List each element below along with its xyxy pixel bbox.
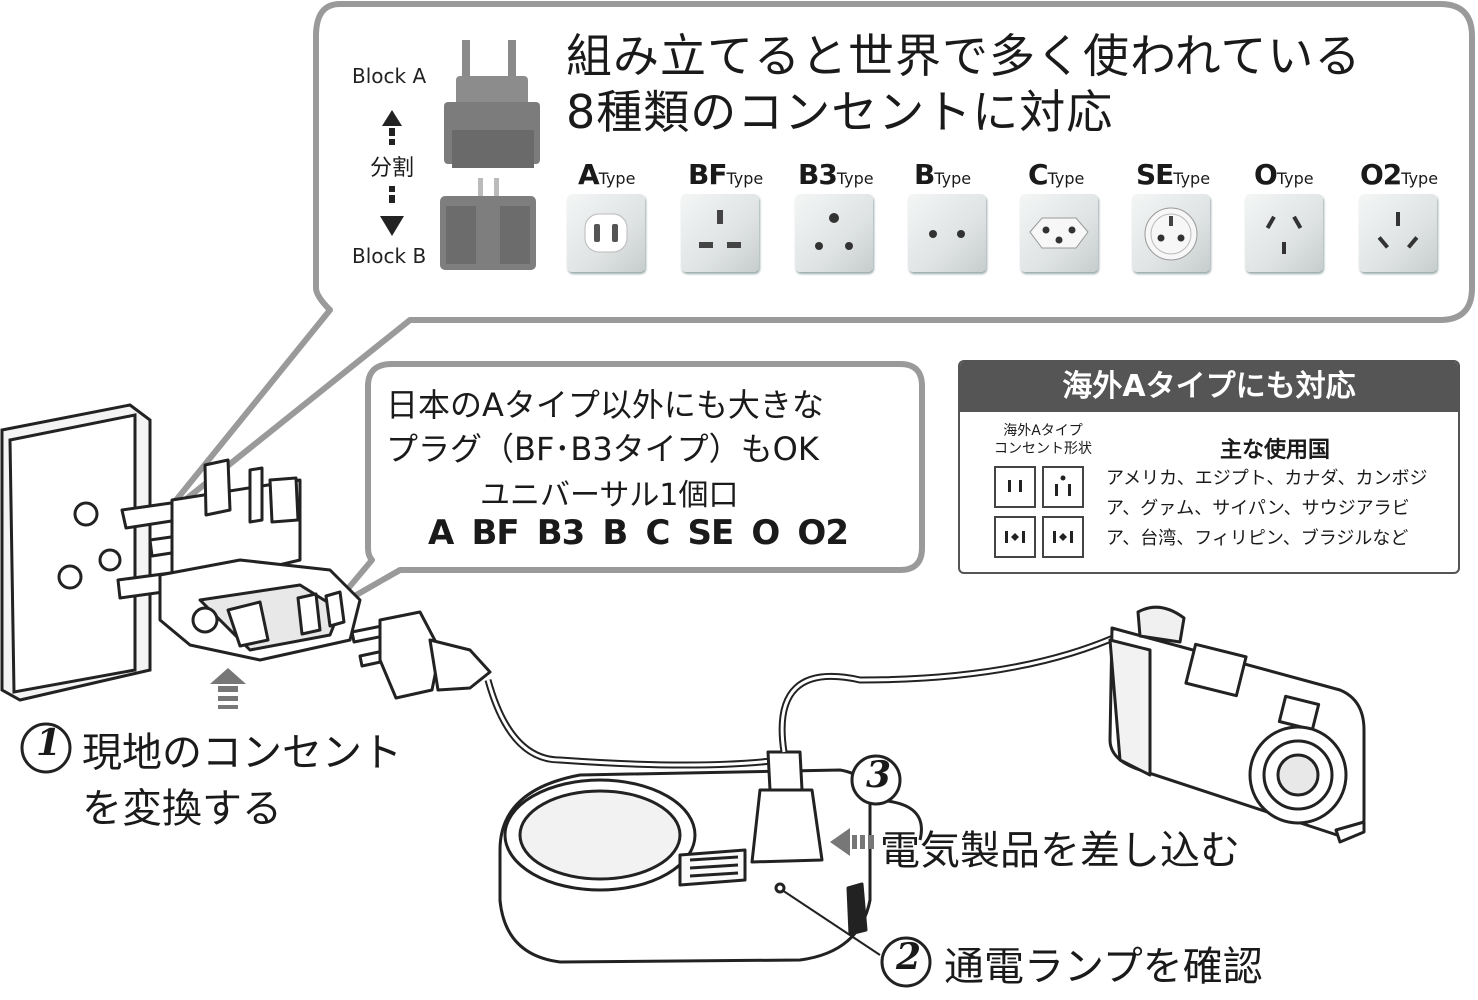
- step-1-circle: [20, 722, 72, 774]
- type-label-o2: O2Type: [1360, 158, 1438, 191]
- shape-label-line-2: コンセント形状: [994, 441, 1092, 457]
- block-b-label: Block B: [352, 244, 427, 268]
- countries-line-2: ア、グァム、サイパン、サウジアラビ: [1106, 498, 1410, 519]
- code-se: SE: [687, 513, 735, 553]
- code-o2: O2: [797, 513, 849, 553]
- mini-socket-arrow-a-icon: [994, 516, 1036, 558]
- step-3-circle: [850, 754, 902, 806]
- middle-bubble: [327, 361, 925, 613]
- step-2-circle: [880, 936, 932, 988]
- middle-line-1: 日本のAタイプ以外にも大きな: [386, 386, 824, 424]
- code-b: B: [602, 513, 628, 553]
- middle-line-3: ユニバーサル1個口: [480, 478, 739, 513]
- code-a: A: [428, 513, 454, 553]
- countries-line-1: アメリカ、エジプト、カナダ、カンボジ: [1106, 468, 1428, 489]
- step-1-line-2: を変換する: [82, 786, 282, 832]
- code-bf: BF: [471, 513, 519, 553]
- socket-bf-icon: [681, 194, 759, 272]
- wall-outlet: [0, 403, 152, 702]
- socket-b-icon: [908, 194, 986, 272]
- panel-header: 海外Aタイプにも対応: [960, 362, 1458, 412]
- countries-line-3: ア、台湾、フィリピン、ブラジルなど: [1106, 528, 1409, 549]
- plug-adapter: [116, 458, 362, 662]
- type-suffix: Type: [1276, 169, 1314, 188]
- insert-arrow: [830, 828, 874, 856]
- type-code: O: [1254, 158, 1278, 191]
- type-suffix: Type: [836, 169, 874, 188]
- middle-line-2: プラグ（BF･B3タイプ）もOK: [386, 430, 819, 468]
- socket-c-icon: [1020, 194, 1098, 272]
- ac-plug: [350, 610, 492, 700]
- type-code: A: [578, 158, 600, 191]
- type-suffix: Type: [1401, 169, 1439, 188]
- mini-socket-two-slot-icon: [994, 466, 1036, 508]
- socket-o2-icon: [1359, 194, 1437, 272]
- type-label-bf: BFType: [688, 158, 763, 191]
- type-suffix: Type: [598, 169, 636, 188]
- step-1-line-1: 現地のコンセント: [82, 730, 402, 776]
- headline-line-2: 8種類のコンセントに対応: [566, 85, 1114, 139]
- split-label: 分割: [370, 156, 415, 181]
- type-label-se: SEType: [1136, 158, 1210, 191]
- countries-list: アメリカ、エジプト、カナダ、カンボジ ア、グァム、サイパン、サウジアラビ ア、台…: [1106, 464, 1456, 554]
- step-3-text: 電気製品を差し込む: [880, 828, 1240, 874]
- type-code: B: [914, 158, 935, 191]
- step-2-number: 2: [896, 936, 922, 978]
- type-code: O2: [1360, 158, 1402, 191]
- type-suffix: Type: [934, 169, 972, 188]
- type-suffix: Type: [1047, 169, 1085, 188]
- headline: 組み立てると世界で多く使われている 8種類のコンセントに対応: [566, 28, 1361, 140]
- step-2-text: 通電ランプを確認: [944, 944, 1263, 990]
- appliance-plug: [750, 750, 824, 864]
- type-label-c: CType: [1028, 158, 1084, 191]
- block-a-adapter: [444, 40, 540, 168]
- block-a-label: Block A: [352, 64, 427, 88]
- middle-type-codes: A BF B3 B C SE O O2: [428, 513, 849, 553]
- mini-socket-grounded-icon: [1042, 466, 1084, 508]
- type-code: BF: [688, 158, 727, 191]
- code-b3: B3: [536, 513, 586, 553]
- type-label-b: BType: [914, 158, 971, 191]
- socket-o-icon: [1245, 194, 1323, 272]
- split-arrows: [380, 110, 404, 236]
- step-1-number: 1: [36, 722, 62, 764]
- block-b-adapter: [440, 178, 536, 270]
- shape-label: 海外Aタイプ コンセント形状: [978, 422, 1108, 458]
- camera: [1108, 605, 1366, 844]
- step-3-number: 3: [866, 754, 892, 796]
- socket-b3-icon: [795, 194, 873, 272]
- mini-socket-arrow-b-icon: [1042, 516, 1084, 558]
- type-code: C: [1028, 158, 1049, 191]
- shape-label-line-1: 海外Aタイプ: [1003, 423, 1083, 439]
- type-label-a: AType: [578, 158, 635, 191]
- countries-title: 主な使用国: [1219, 438, 1330, 463]
- type-code: SE: [1136, 158, 1174, 191]
- type-label-b3: B3Type: [798, 158, 874, 191]
- overseas-a-type-panel: 海外Aタイプにも対応 海外Aタイプ コンセント形状 主な使用国 アメリカ、エジプ…: [958, 360, 1460, 574]
- type-suffix: Type: [1173, 169, 1211, 188]
- type-label-o: OType: [1254, 158, 1314, 191]
- socket-se-icon: [1132, 194, 1210, 272]
- type-code: B3: [798, 158, 838, 191]
- type-suffix: Type: [726, 169, 764, 188]
- code-o: O: [751, 513, 780, 553]
- socket-a-icon: [567, 194, 645, 272]
- lamp-leader-line: [781, 889, 881, 956]
- headline-line-1: 組み立てると世界で多く使われている: [566, 29, 1362, 83]
- up-arrow: [210, 668, 246, 709]
- code-c: C: [645, 513, 670, 553]
